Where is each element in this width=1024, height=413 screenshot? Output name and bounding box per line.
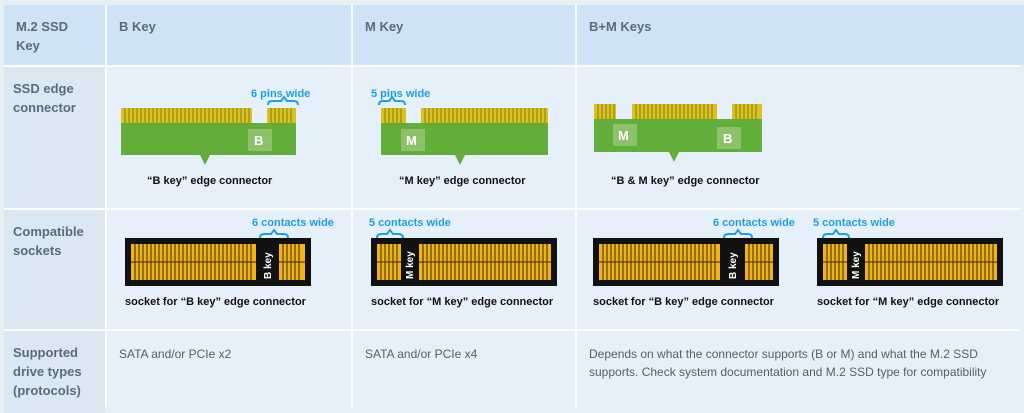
key-letter-bm-m: M <box>618 128 629 143</box>
bracket-bm-m-contacts <box>822 228 850 239</box>
dim-label-bm-b-contacts: 6 contacts wide <box>713 217 795 229</box>
socket-bm-m-key-label: M key <box>851 251 862 279</box>
socket-m-key-label: M key <box>405 251 416 279</box>
edge-connector-b-cell: 6 pins wide B “B key” edge connector <box>107 67 351 208</box>
protocol-b-text: SATA and/or PCIe x2 <box>119 347 232 361</box>
key-letter-m: M <box>406 133 417 148</box>
edge-connector-bm-diagram: M B “B & M key” edge connector <box>594 104 762 187</box>
header-col-bm: B+M Keys <box>577 5 1024 65</box>
key-badge-bm-m <box>613 124 637 146</box>
dim-label-b-pins: 6 pins wide <box>251 88 310 100</box>
socket-bm-m-contact-lines <box>823 244 997 280</box>
header-key-label: M.2 SSD Key <box>16 19 69 53</box>
socket-bm-b-key-label: B key <box>728 252 739 279</box>
protocol-m-text: SATA and/or PCIe x4 <box>365 347 478 361</box>
socket-m-contact-lines <box>377 244 551 280</box>
dim-label-m-contacts: 5 contacts wide <box>369 217 451 229</box>
protocol-b-cell: SATA and/or PCIe x2 <box>107 331 351 413</box>
key-badge-b <box>248 129 272 151</box>
dim-label-bm-m-contacts: 5 contacts wide <box>813 217 895 229</box>
socket-bm-b-contact-lines <box>599 244 773 280</box>
caption-bm-b-socket: socket for “B key” edge connector <box>593 296 775 308</box>
bracket-b-contacts <box>259 228 289 239</box>
dim-label-b-contacts: 6 contacts wide <box>252 217 334 229</box>
header-m-label: M Key <box>365 19 404 34</box>
socket-bm-cell: 6 contacts wide B key socket for “B key”… <box>577 210 1024 329</box>
header-b-label: B Key <box>119 19 156 34</box>
edge-connector-bm-cell: M B “B & M key” edge connector <box>577 67 1024 208</box>
socket-b-diagram: 6 contacts wide B key socket for “B key”… <box>125 217 334 308</box>
pin-lines-m <box>384 108 546 123</box>
gold-pins-bm-left <box>594 104 616 119</box>
row-label-edge: SSD edge connector <box>4 67 105 208</box>
row-label-sockets: Compatible sockets <box>4 210 105 329</box>
gold-pins-b-left <box>121 108 252 123</box>
key-letter-bm-b: B <box>723 131 732 146</box>
socket-b-contact-lines <box>131 244 305 280</box>
header-col-key: M.2 SSD Key <box>4 5 105 65</box>
row-sockets-text: Compatible sockets <box>13 224 84 258</box>
edge-connector-m-diagram: 5 pins wide M “M key” edge connector <box>371 88 548 187</box>
bracket-b-pins <box>267 95 299 106</box>
bracket-bm-b-contacts <box>723 228 753 239</box>
socket-m-diagram: 5 contacts wide M key socket for “M key”… <box>369 217 557 308</box>
edge-connector-m-cell: 5 pins wide M “M key” edge connector <box>353 67 575 208</box>
protocol-bm-cell: Depends on what the connector supports (… <box>577 331 1024 413</box>
row-protocols-text: Supported drive types (protocols) <box>13 345 82 398</box>
protocol-m-cell: SATA and/or PCIe x4 <box>353 331 575 413</box>
bracket-m-contacts <box>376 228 404 239</box>
socket-b-cell: 6 contacts wide B key socket for “B key”… <box>107 210 351 329</box>
dim-label-m-pins: 5 pins wide <box>371 88 430 100</box>
socket-b-key-label: B key <box>263 252 274 279</box>
header-col-b: B Key <box>107 5 351 65</box>
m2-key-table: M.2 SSD Key B Key M Key B+M Keys SSD edg… <box>4 5 1024 413</box>
pin-lines-bm <box>597 104 757 119</box>
socket-bm-diagram: 6 contacts wide B key socket for “B key”… <box>593 217 1003 308</box>
caption-m-socket: socket for “M key” edge connector <box>371 296 554 308</box>
caption-b-socket: socket for “B key” edge connector <box>125 296 307 308</box>
caption-b-connector: “B key” edge connector <box>147 175 273 187</box>
bracket-m-pins <box>378 95 406 106</box>
row-label-protocols: Supported drive types (protocols) <box>4 331 105 413</box>
key-letter-b: B <box>254 133 263 148</box>
key-badge-bm-b <box>717 127 741 149</box>
header-col-m: M Key <box>353 5 575 65</box>
socket-m-cell: 5 contacts wide M key socket for “M key”… <box>353 210 575 329</box>
row-edge-text: SSD edge connector <box>13 81 76 115</box>
pin-lines-b <box>124 108 292 123</box>
caption-bm-m-socket: socket for “M key” edge connector <box>817 296 1000 308</box>
gold-pins-b-right <box>267 108 296 123</box>
caption-m-connector: “M key” edge connector <box>399 175 526 187</box>
key-badge-m <box>401 129 425 151</box>
header-bm-label: B+M Keys <box>589 19 652 34</box>
edge-connector-b-diagram: 6 pins wide B “B key” edge connector <box>121 88 310 187</box>
caption-bm-connector: “B & M key” edge connector <box>611 175 760 187</box>
protocol-bm-text: Depends on what the connector supports (… <box>589 347 987 379</box>
